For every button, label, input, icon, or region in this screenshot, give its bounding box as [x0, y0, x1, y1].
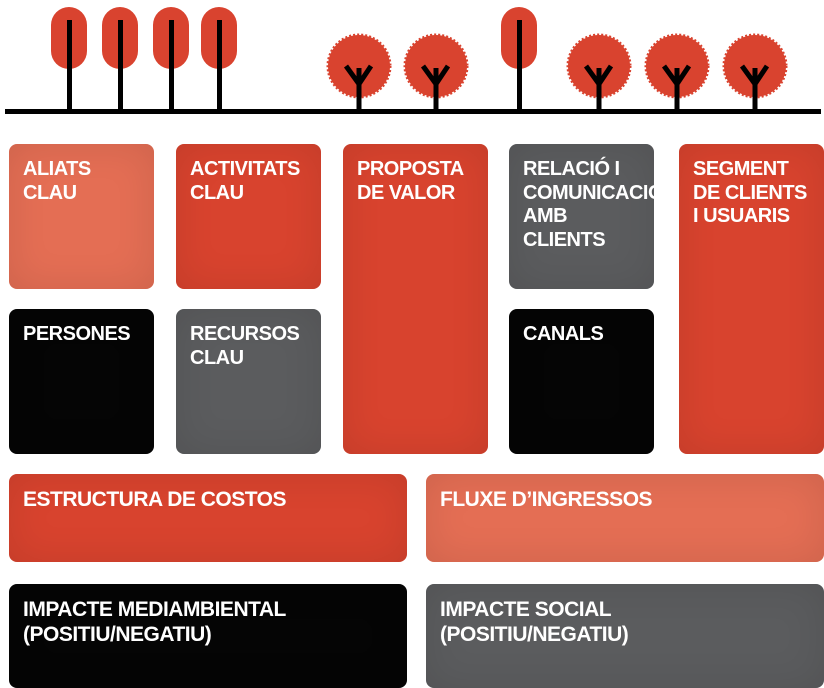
poplar-tree-icon: [201, 7, 237, 110]
round-tree-icon: [722, 33, 788, 110]
customer-segments-label: SEGMENT DE CLIENTS I USUARIS: [693, 158, 807, 228]
customer-segments-block: SEGMENT DE CLIENTS I USUARIS: [679, 144, 824, 454]
customer-relationship-block: RELACIÓ I COMUNICACIÓ AMB CLIENTS: [509, 144, 664, 289]
round-tree-icon: [403, 33, 469, 110]
poplar-tree-icon: [102, 7, 138, 110]
environmental-impact-label: IMPACTE MEDIAMBIENTAL (POSITIU/NEGATIU): [23, 598, 286, 646]
key-resources-label: RECURSOS CLAU: [190, 323, 300, 369]
channels-block: CANALS: [509, 309, 654, 454]
social-impact-label: IMPACTE SOCIAL (POSITIU/NEGATIU): [440, 598, 629, 646]
value-proposition-block: PROPOSTA DE VALOR: [343, 144, 488, 454]
round-tree-icon: [644, 33, 710, 110]
tree-header: [5, 7, 821, 114]
environmental-impact-block: IMPACTE MEDIAMBIENTAL (POSITIU/NEGATIU): [9, 584, 407, 688]
customer-relationship-label: RELACIÓ I COMUNICACIÓ AMB CLIENTS: [523, 158, 664, 251]
key-activities-label: ACTIVITATS CLAU: [190, 158, 300, 204]
people-label: PERSONES: [23, 323, 131, 345]
cost-structure-label: ESTRUCTURA DE COSTOS: [23, 488, 287, 511]
round-tree-icon: [566, 33, 632, 110]
cost-structure-block: ESTRUCTURA DE COSTOS: [9, 474, 407, 562]
key-partners-block: ALIATS CLAU: [9, 144, 154, 289]
poplar-tree-icon: [51, 7, 87, 110]
social-impact-block: IMPACTE SOCIAL (POSITIU/NEGATIU): [426, 584, 824, 688]
key-activities-block: ACTIVITATS CLAU: [176, 144, 321, 289]
key-resources-block: RECURSOS CLAU: [176, 309, 321, 454]
ground-line: [5, 109, 821, 114]
key-partners-label: ALIATS CLAU: [23, 158, 91, 204]
poplar-tree-icon: [501, 7, 537, 110]
channels-label: CANALS: [523, 323, 604, 345]
revenue-streams-block: FLUXE D’INGRESSOS: [426, 474, 824, 562]
round-tree-icon: [326, 33, 392, 110]
revenue-streams-label: FLUXE D’INGRESSOS: [440, 488, 653, 511]
poplar-tree-icon: [153, 7, 189, 110]
value-proposition-label: PROPOSTA DE VALOR: [357, 158, 464, 204]
people-block: PERSONES: [9, 309, 154, 454]
